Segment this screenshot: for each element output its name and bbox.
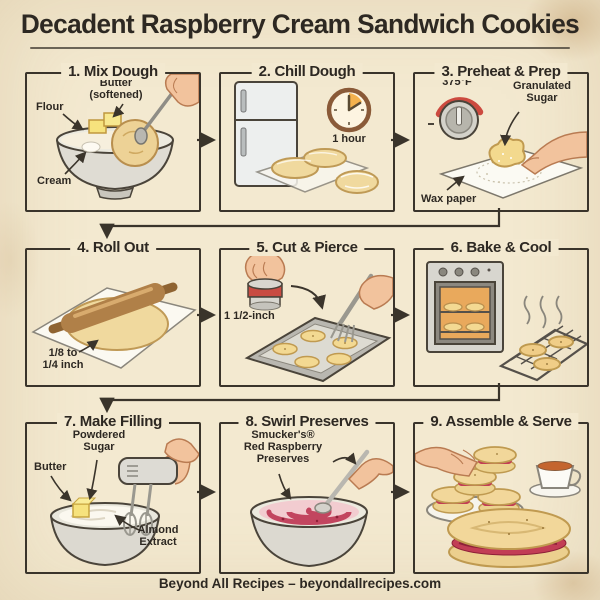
step-box-3: 3. Preheat & Prep: [413, 63, 589, 212]
powdered-sugar-label: Powdered Sugar: [72, 429, 126, 454]
step-box-9: 9. Assemble & Serve: [413, 413, 589, 574]
wax-paper-label: Wax paper: [421, 193, 477, 205]
preserves-bowl-icon: [250, 496, 368, 568]
step-1-title: 1. Mix Dough: [61, 63, 165, 80]
rolling-pin-icon: [48, 282, 178, 334]
step-7-title: 7. Make Filling: [56, 413, 170, 430]
arrow-step3-to-step4: [99, 208, 501, 240]
oven-icon: [426, 261, 504, 353]
step-box-1: 1. Mix Dough: [25, 63, 201, 212]
spoon-icon: [134, 86, 178, 145]
page-title: Decadent Raspberry Cream Sandwich Cookie…: [20, 9, 580, 39]
cookie-cutter-icon: [247, 278, 283, 311]
hand-icon: [164, 74, 199, 107]
thickness-label: 1/8 to 1/4 inch: [42, 347, 84, 372]
hand-icon: [415, 446, 479, 477]
butter-label: Butter: [34, 461, 67, 473]
step-box-5: 5. Cut & Pierce: [219, 239, 395, 387]
chill-dough-illustration: [234, 81, 379, 194]
dough-ball-icon: [111, 119, 159, 167]
title-underline: [30, 47, 570, 50]
cut-pierce-illustration: [244, 251, 393, 383]
step-8-title: 8. Swirl Preserves: [238, 413, 376, 430]
step-3-title: 3. Preheat & Prep: [434, 63, 568, 80]
almond-extract-label: Almond Extract: [137, 524, 179, 549]
wrapped-dough-icon: [254, 148, 379, 194]
step-5-title: 5. Cut & Pierce: [249, 239, 365, 256]
preserves-label: Smucker's® Red Raspberry Preserves: [243, 429, 323, 466]
step-box-6: 6. Bake & Cool: [413, 239, 589, 387]
cream-label: Cream: [37, 175, 72, 187]
baking-sheet-icon: [244, 316, 392, 383]
preheat-prep-illustration: [428, 97, 587, 199]
cooling-rack-icon: [498, 325, 587, 382]
hand-icon: [520, 131, 587, 175]
step-6-title: 6. Bake & Cool: [443, 239, 559, 256]
hand-mixer-icon: [118, 438, 199, 536]
clock-icon: [326, 87, 372, 133]
cutter-size-label: 1 1/2-inch: [224, 310, 275, 322]
large-sandwich-cookie-icon: [447, 508, 571, 568]
flour-label: Flour: [36, 101, 64, 113]
spoon-icon: [314, 449, 370, 514]
step-box-2: 2. Chill Dough 1 h: [219, 63, 395, 212]
footer-credit: Beyond All Recipes – beyondallrecipes.co…: [158, 576, 442, 591]
granulated-sugar-label: Granulated Sugar: [512, 80, 572, 105]
chill-time-label: 1 hour: [332, 133, 366, 145]
teacup-icon: [529, 461, 582, 498]
step-box-7: 7. Make Filling: [25, 413, 201, 574]
oven-dial-icon: [428, 97, 484, 140]
arrow-step6-to-step7: [99, 383, 501, 414]
swirl-preserves-illustration: [250, 449, 393, 568]
steam-icon: [523, 295, 563, 329]
hand-icon: [347, 458, 393, 490]
butter-cubes-icon: [88, 112, 122, 134]
hand-icon: [358, 274, 393, 310]
step-box-4: 4. Roll Out 1/8 to 1/4 inch: [25, 239, 201, 387]
assemble-serve-illustration: [415, 446, 582, 568]
step-box-8: 8. Swirl Preserves Smucker's® Red Raspbe…: [219, 413, 395, 574]
mixing-bowl-illustration: [56, 74, 199, 200]
butter-label: Butter (softened): [89, 77, 143, 102]
roll-out-illustration: [31, 282, 197, 369]
bake-cool-illustration: [426, 261, 587, 382]
step-2-title: 2. Chill Dough: [251, 63, 363, 80]
hand-icon: [164, 438, 199, 464]
sugared-dough-icon: [488, 137, 526, 168]
step-4-title: 4. Roll Out: [70, 239, 156, 256]
step-9-title: 9. Assemble & Serve: [423, 413, 579, 430]
make-filling-illustration: [50, 438, 199, 567]
sandwich-cookie-icon: [431, 446, 521, 516]
